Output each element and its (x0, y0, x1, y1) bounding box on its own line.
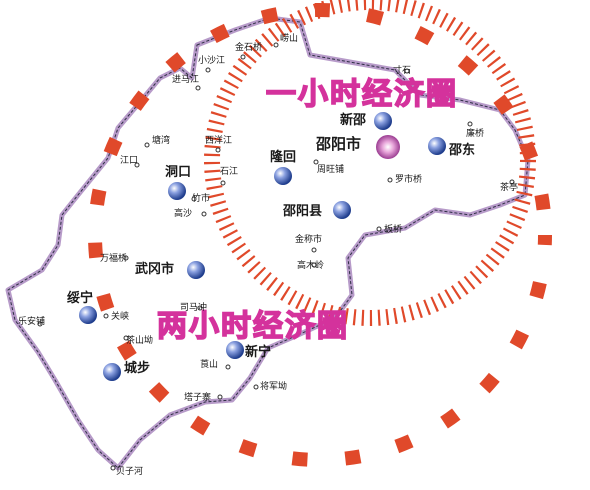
town-tanwan-label: 塘湾 (152, 136, 171, 146)
suining-marker (79, 306, 97, 324)
dongkou-marker (168, 182, 186, 200)
town-shijiang-label: 石江 (220, 167, 239, 177)
town-xiyangjiang-label: 西洋江 (205, 136, 233, 146)
town-zhaishan-label: 崂山 (280, 34, 299, 44)
town-chashanao-label: 茶山坳 (126, 336, 154, 346)
town-dots (37, 42, 515, 471)
one-hour-ring (204, 0, 536, 326)
town-zhushi-label: 竹市 (192, 194, 211, 204)
wugang-marker (187, 261, 205, 279)
town-lianqiao-label: 廉桥 (466, 129, 485, 139)
town-zhouwangpu-label: 周旺铺 (317, 165, 345, 175)
town-jinchengshi-label: 金称市 (295, 235, 323, 245)
xinning-marker (226, 341, 244, 359)
town-cunshi-label: 寸石 (393, 66, 412, 76)
chengbu-label: 城步 (124, 361, 151, 376)
region-border-inner (7, 17, 529, 469)
shaoyang-city-marker (376, 135, 400, 159)
town-huangshan-label: 莨山 (200, 360, 219, 370)
town-beizihe-label: 贝子河 (116, 467, 144, 477)
xinning-label: 新宁 (245, 345, 272, 360)
longhui-marker (274, 167, 292, 185)
xinshao-marker (374, 112, 392, 130)
town-gaomuling-label: 高木岭 (297, 261, 325, 271)
town-simachong-label: 司马冲 (180, 303, 208, 313)
dongkou-label: 洞口 (165, 165, 192, 180)
xinshao-label: 新邵 (340, 113, 367, 128)
town-jinmajiang-label: 进马江 (172, 75, 200, 85)
shaodong-label: 邵东 (449, 143, 476, 158)
town-guanxia-label: 关峡 (111, 312, 130, 322)
town-xiaoshajiang-label: 小沙江 (198, 56, 226, 66)
town-leanpu-label: 乐安铺 (18, 317, 46, 327)
town-chake-label: 茶亭 (500, 183, 519, 193)
wugang-label: 武冈市 (135, 262, 175, 277)
longhui-label: 隆回 (270, 150, 297, 165)
two-hour-ring (88, 3, 552, 467)
town-jiangkou-label: 江口 (120, 156, 139, 166)
town-gaosha-label: 高沙 (174, 209, 193, 219)
town-jiangjunao-label: 将军坳 (260, 382, 288, 392)
shaodong-marker (428, 137, 446, 155)
shaoyang-city-label: 邵阳市 (316, 135, 362, 153)
suining-label: 绥宁 (67, 291, 94, 306)
two-hour-ring-label: 两小时经济圈 (156, 309, 349, 344)
town-jinshiqiao-label: 金石桥 (235, 43, 263, 53)
one-hour-ring-label: 一小时经济圈 (265, 77, 458, 112)
town-taziba-label: 塔子寨 (184, 393, 212, 403)
shaoyang-county-marker (333, 201, 351, 219)
town-banqiao-label: 板桥 (384, 225, 403, 235)
town-luoshiqiao-label: 罗市桥 (395, 175, 423, 185)
shaoyang-county-label: 邵阳县 (283, 204, 323, 219)
chengbu-marker (103, 363, 121, 381)
town-wanfuqiao-label: 万福桥 (100, 254, 128, 264)
